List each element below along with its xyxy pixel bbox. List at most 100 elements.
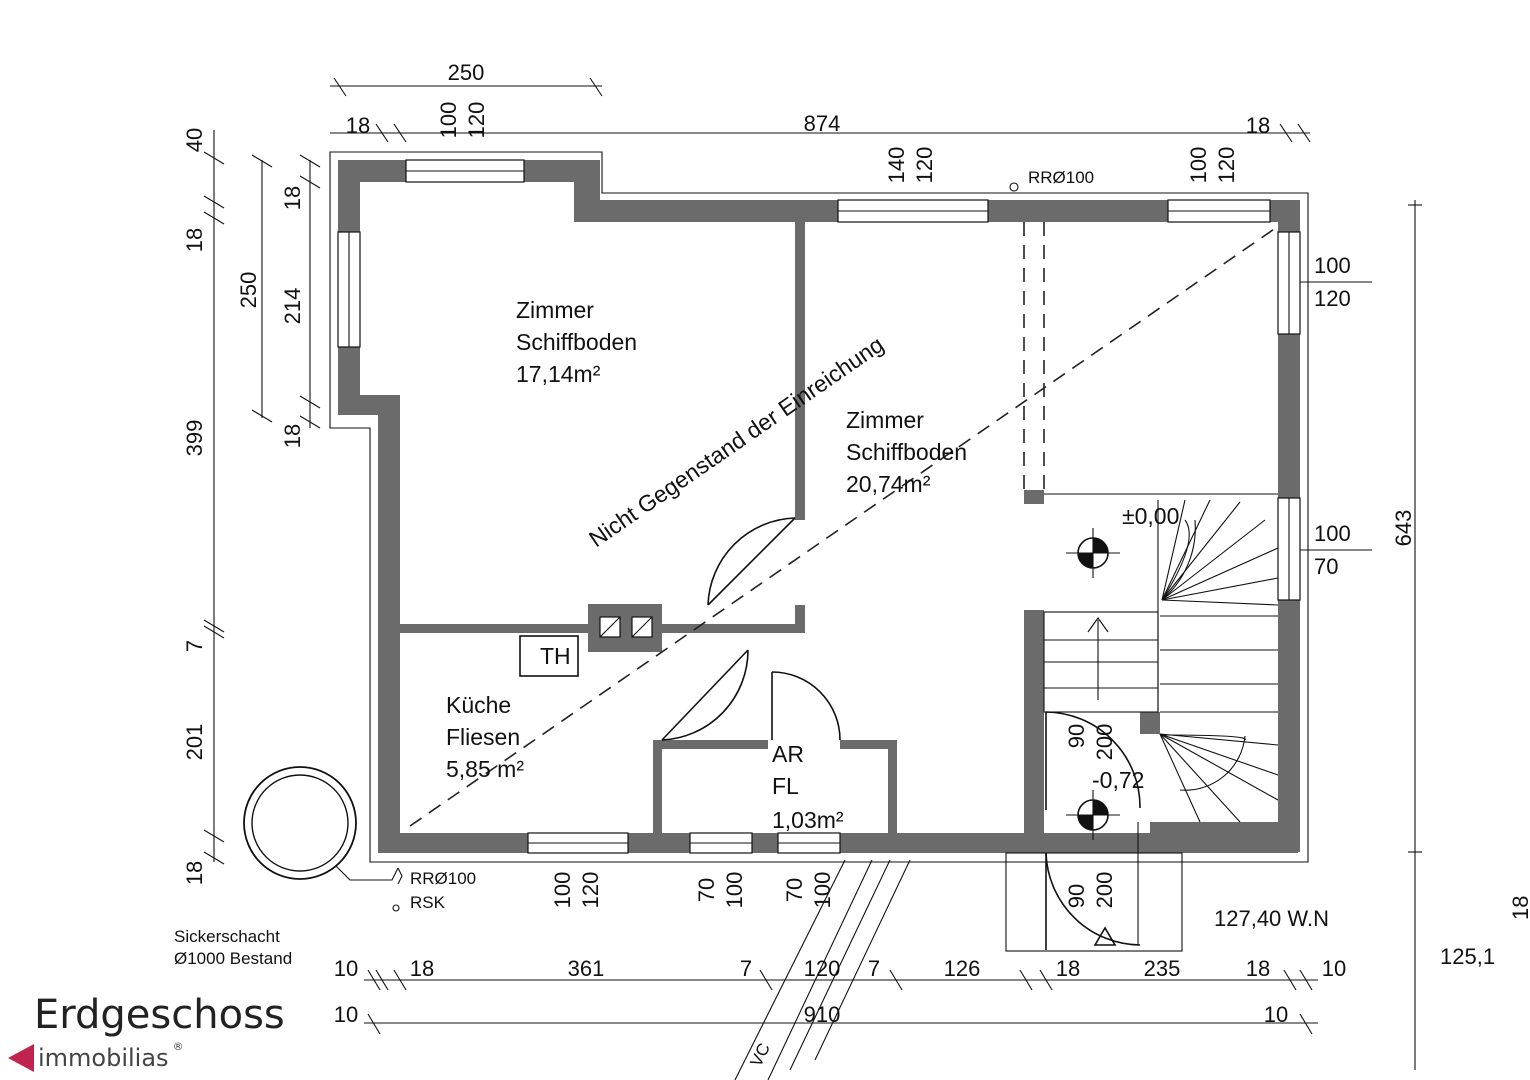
dim-bot-70-b: 70 bbox=[782, 878, 807, 902]
room-name: Küche bbox=[446, 692, 511, 718]
room-floor: Schiffboden bbox=[846, 439, 967, 465]
dim-row2-item: 10 bbox=[1264, 1002, 1288, 1027]
room-floor: Schiffboden bbox=[516, 329, 637, 355]
dim-top-120-c: 120 bbox=[1214, 147, 1239, 184]
page-title: Erdgeschoss bbox=[34, 992, 285, 1038]
dim-row1-item: 7 bbox=[868, 956, 880, 981]
dim-left-201: 201 bbox=[182, 724, 207, 761]
dim-top-100-a: 100 bbox=[436, 102, 461, 139]
room-floor: Fliesen bbox=[446, 724, 520, 750]
dim-stair-200: 200 bbox=[1092, 724, 1117, 761]
room-kueche: Küche Fliesen 5,85 m² bbox=[446, 692, 524, 782]
dim-door-200: 200 bbox=[1092, 872, 1117, 909]
room-area: 5,85 m² bbox=[446, 756, 524, 782]
dim-right-100-a: 100 bbox=[1314, 253, 1351, 278]
room-area: 1,03m² bbox=[772, 807, 844, 833]
outer-outline bbox=[329, 151, 1309, 863]
dim-right-643: 643 bbox=[1391, 510, 1416, 547]
dim-inner-18-b: 18 bbox=[280, 424, 305, 448]
stair-shaft bbox=[1023, 222, 1278, 495]
th-box bbox=[519, 635, 579, 677]
level-stair-label: -0,72 bbox=[1092, 767, 1144, 793]
dim-row1-item: 126 bbox=[944, 956, 981, 981]
dim-row1-item: 235 bbox=[1144, 956, 1181, 981]
room-floor: FL bbox=[772, 773, 799, 799]
dim-row-1: 10 18 361 7 120 7 126 18 235 18 10 bbox=[334, 956, 1346, 981]
not-subject-label: Nicht Gegenstand der Einreichung bbox=[584, 331, 888, 552]
vc-label: VC bbox=[747, 1040, 774, 1070]
dim-inner-214: 214 bbox=[280, 288, 305, 325]
doors bbox=[661, 517, 1183, 952]
rr-top-label: RRØ100 bbox=[1028, 168, 1094, 187]
sewer-lines bbox=[734, 859, 911, 1080]
dim-row2-item: 910 bbox=[804, 1002, 841, 1027]
dim-row1-item: 7 bbox=[740, 956, 752, 981]
dim-bot-100-b: 100 bbox=[722, 872, 747, 909]
downpipe-top bbox=[1009, 182, 1019, 192]
brand-registered: ® bbox=[172, 1040, 184, 1053]
room-area: 20,74m² bbox=[846, 471, 931, 497]
dimension-lines bbox=[213, 85, 1422, 1070]
room-name: Zimmer bbox=[846, 407, 924, 433]
height-right-label: 125,1 bbox=[1440, 944, 1495, 969]
room-zimmer-2: Zimmer Schiffboden 20,74m² bbox=[846, 407, 967, 497]
dim-top-100-b: 100 bbox=[1186, 147, 1211, 184]
diagonal-dashed-line bbox=[409, 224, 1281, 827]
dim-left-18-a: 18 bbox=[182, 228, 207, 252]
room-name: AR bbox=[772, 741, 804, 767]
th-label: TH bbox=[540, 643, 571, 669]
walls bbox=[338, 160, 1300, 853]
dim-top-250: 250 bbox=[448, 60, 485, 85]
dim-row1-item: 120 bbox=[804, 956, 841, 981]
dim-left-399: 399 bbox=[182, 420, 207, 457]
dim-left-7: 7 bbox=[182, 640, 207, 652]
soakaway-size: Ø1000 Bestand bbox=[174, 949, 292, 968]
dim-ticks bbox=[203, 77, 1313, 1035]
chimney bbox=[599, 616, 653, 638]
windows bbox=[337, 159, 1301, 854]
dim-row1-item: 18 bbox=[410, 956, 434, 981]
dim-door-90: 90 bbox=[1064, 884, 1089, 908]
dim-row-2: 10 910 10 bbox=[334, 1002, 1288, 1027]
rsk-label: RSK bbox=[410, 893, 446, 912]
staircase bbox=[1043, 499, 1279, 823]
brand-logo: immobilias ® bbox=[8, 1040, 184, 1076]
dim-bot-70-a: 70 bbox=[694, 878, 719, 902]
dim-row2-item: 10 bbox=[334, 1002, 358, 1027]
dim-stair-90: 90 bbox=[1064, 724, 1089, 748]
brand-mark-icon bbox=[8, 1044, 34, 1072]
soakaway bbox=[243, 766, 399, 881]
dim-top-18-right: 18 bbox=[1246, 113, 1270, 138]
dim-right-70: 70 bbox=[1314, 554, 1338, 579]
cut-right-label: 18 bbox=[1508, 896, 1530, 920]
dim-top-140: 140 bbox=[884, 147, 909, 184]
dim-row1-item: 10 bbox=[1322, 956, 1346, 981]
dim-row1-item: 361 bbox=[568, 956, 605, 981]
entrance-arrow bbox=[1093, 926, 1117, 946]
dim-top-120-a: 120 bbox=[464, 102, 489, 139]
downpipe-bottom bbox=[397, 867, 403, 885]
level-marker-bottom bbox=[1066, 790, 1120, 840]
brand-name: immobilias bbox=[38, 1044, 169, 1072]
rr-bottom-label: RRØ100 bbox=[410, 869, 476, 888]
room-area: 17,14m² bbox=[516, 361, 601, 387]
room-zimmer-1: Zimmer Schiffboden 17,14m² bbox=[516, 297, 637, 387]
dim-inner-18-a: 18 bbox=[280, 186, 305, 210]
dim-bot-100-c: 100 bbox=[810, 872, 835, 909]
height-wn-label: 127,40 W.N bbox=[1214, 906, 1329, 931]
dim-right-120: 120 bbox=[1314, 286, 1351, 311]
dim-bot-100-a: 100 bbox=[550, 872, 575, 909]
dim-left-40: 40 bbox=[182, 128, 207, 152]
room-name: Zimmer bbox=[516, 297, 594, 323]
dim-inner-250: 250 bbox=[236, 272, 261, 309]
dim-top-18-left: 18 bbox=[346, 113, 370, 138]
rsk-symbol bbox=[392, 904, 400, 912]
dim-right-100-b: 100 bbox=[1314, 521, 1351, 546]
room-ar: AR FL 1,03m² bbox=[772, 741, 844, 833]
dim-row1-item: 18 bbox=[1056, 956, 1080, 981]
level-marker-top bbox=[1066, 528, 1120, 578]
dim-top-120-b: 120 bbox=[912, 147, 937, 184]
dim-left-18-b: 18 bbox=[182, 861, 207, 885]
dim-bot-120-a: 120 bbox=[578, 872, 603, 909]
